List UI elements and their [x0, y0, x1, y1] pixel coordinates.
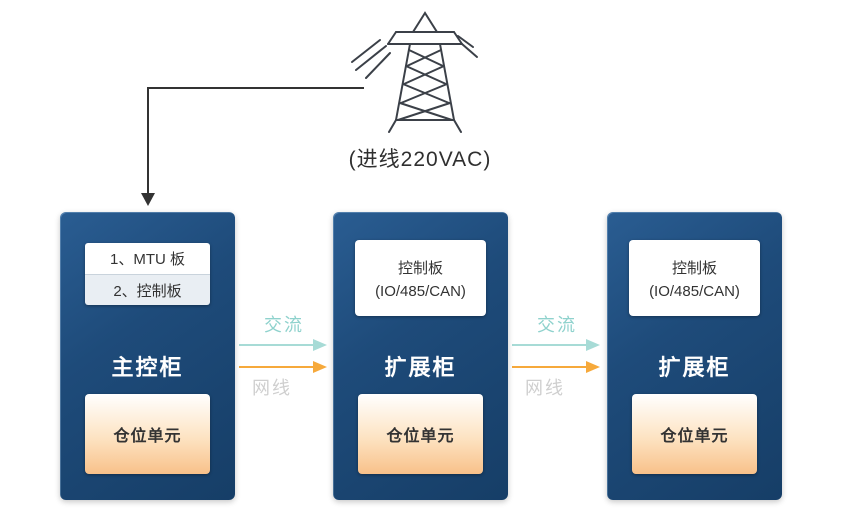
control-board-label: 控制板: [397, 259, 443, 277]
ac-link-label-1: 交流: [264, 315, 304, 335]
network-link-label-2: 网线: [525, 378, 565, 398]
bin-unit-label: 仓位单元: [632, 394, 757, 474]
main-control-cabinet: 1、MTU 板 2、控制板 主控柜 仓位单元: [60, 212, 235, 500]
control-board-label: 控制板: [671, 259, 717, 277]
bin-unit-label: 仓位单元: [358, 394, 483, 474]
ac-link-label-2: 交流: [537, 315, 577, 335]
cabinet-title: 扩展柜: [384, 355, 457, 380]
network-link-arrow-1: [239, 361, 327, 373]
ac-link-arrow-2: [512, 339, 600, 351]
ac-link-arrow-1: [239, 339, 327, 351]
control-board-box: 控制板 (IO/485/CAN): [355, 240, 486, 316]
transmission-tower-icon: [351, 11, 478, 133]
expansion-cabinet-1: 控制板 (IO/485/CAN) 扩展柜 仓位单元: [333, 212, 508, 500]
control-board-interfaces: (IO/485/CAN): [649, 282, 740, 300]
network-link-arrow-2: [512, 361, 600, 373]
network-link-label-1: 网线: [252, 378, 292, 398]
control-board-box: 控制板 (IO/485/CAN): [629, 240, 760, 316]
cabinet-title: 主控柜: [111, 355, 184, 380]
bin-unit-label: 仓位单元: [85, 394, 210, 474]
board-stack: 1、MTU 板 2、控制板: [85, 243, 210, 305]
incoming-power-label: (进线220VAC): [348, 148, 492, 171]
cabinet-title: 扩展柜: [658, 355, 731, 380]
control-board-label: 2、控制板: [85, 274, 210, 305]
expansion-cabinet-2: 控制板 (IO/485/CAN) 扩展柜 仓位单元: [607, 212, 782, 500]
mtu-board-label: 1、MTU 板: [85, 243, 210, 274]
control-board-interfaces: (IO/485/CAN): [375, 282, 466, 300]
